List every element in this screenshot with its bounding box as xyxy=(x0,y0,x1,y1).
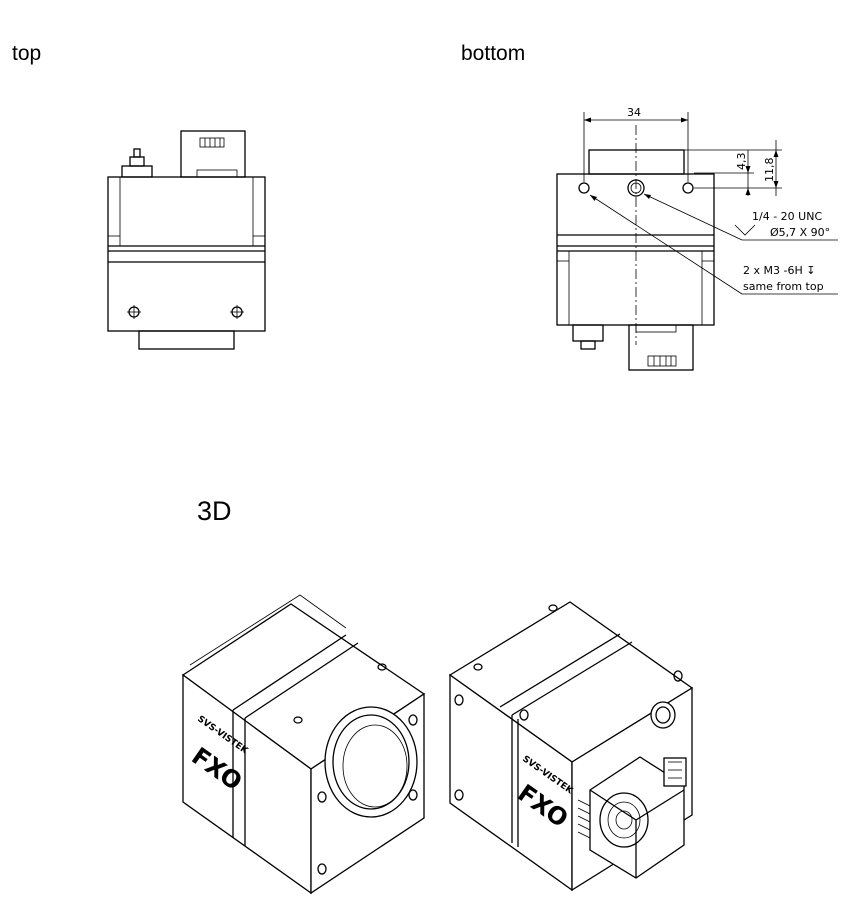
3d-camera-rear: SVS-VISTEK FXO xyxy=(448,601,694,892)
m3-callout: 2 x M3 -6H ↧ xyxy=(743,264,815,277)
top-view-drawing xyxy=(107,130,266,350)
bottom-view-drawing: 34 4,3 11,8 1/4 - 20 UNC Ø5,7 X 90° 2 x … xyxy=(556,106,838,371)
countersink-callout: Ø5,7 X 90° xyxy=(770,226,830,239)
top-view-label: top xyxy=(12,42,42,65)
offset-small-dimension: 4,3 xyxy=(735,153,748,171)
3d-camera-front: SVS-VISTEK FXO xyxy=(181,594,426,895)
width-dimension: 34 xyxy=(627,106,641,119)
offset-large-dimension: 11,8 xyxy=(763,158,776,183)
3d-view-label: 3D xyxy=(197,496,232,526)
bottom-view-label: bottom xyxy=(461,42,526,65)
thread-callout: 1/4 - 20 UNC xyxy=(752,210,822,223)
m3-note: same from top xyxy=(743,280,824,293)
